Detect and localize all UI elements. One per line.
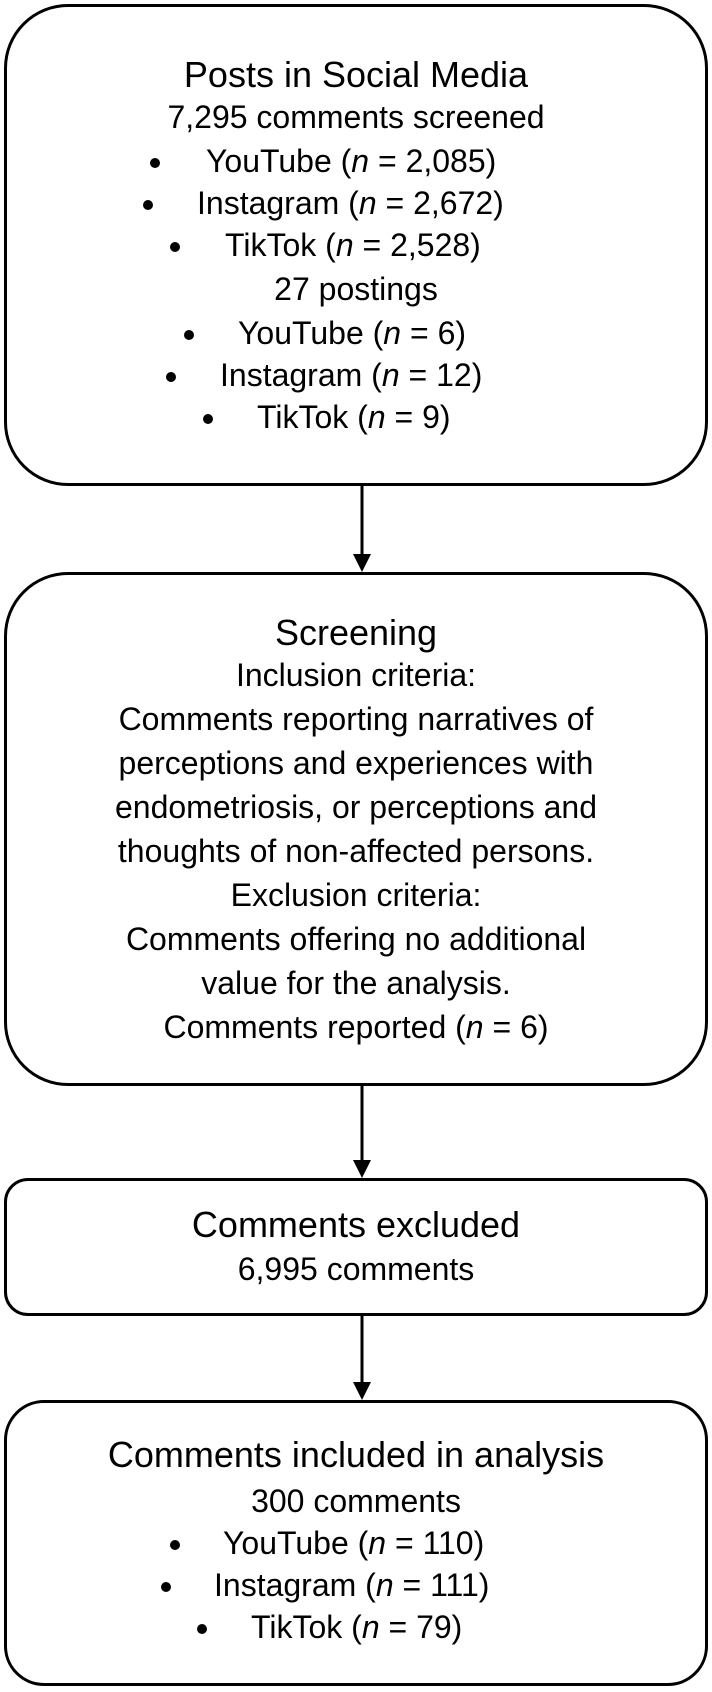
platform-count: 6 (437, 315, 456, 351)
screening-title: Screening (274, 612, 438, 653)
platform-name: TikTok (225, 227, 317, 263)
exclusion-heading: Exclusion criteria: (230, 877, 482, 913)
platform-name: Instagram (220, 357, 363, 393)
included-box: Comments included in analysis 300 commen… (4, 1400, 708, 1686)
platform-count: 2,085 (405, 143, 486, 179)
bullet-icon (166, 372, 176, 382)
posts-title: Posts in Social Media (183, 54, 529, 95)
platform-count: 110 (422, 1525, 474, 1561)
arrow-screening-to-excluded (353, 1086, 371, 1178)
excluded-title: Comments excluded (191, 1204, 521, 1245)
included-title: Comments included in analysis (107, 1434, 605, 1475)
postings-count: 27 postings (274, 271, 438, 307)
screening-box: Screening Inclusion criteria: Comments r… (4, 572, 708, 1086)
exclusion-line: Comments offering no additional (125, 921, 587, 957)
arrow-posts-to-screening (353, 486, 371, 572)
list-item-included-youtube: YouTube (n = 110) (7, 1527, 705, 1567)
list-item-postings-youtube: YouTube (n = 6) (7, 317, 705, 357)
platform-name: TikTok (251, 1609, 343, 1645)
list-item-included-tiktok: TikTok (n = 79) (7, 1611, 705, 1651)
bullet-icon (161, 1582, 171, 1592)
arrow-excluded-to-included (353, 1316, 371, 1400)
inclusion-line: thoughts of non-affected persons. (117, 833, 595, 869)
inclusion-line: endometriosis, or perceptions and (114, 789, 598, 825)
platform-name: Instagram (197, 185, 340, 221)
bullet-icon (203, 414, 213, 424)
platform-name: TikTok (257, 399, 349, 435)
bullet-icon (170, 242, 180, 252)
list-item-included-instagram: Instagram (n = 111) (7, 1569, 705, 1609)
included-count: 300 comments (251, 1483, 461, 1519)
comments-screened: 7,295 comments screened (167, 99, 545, 135)
platform-name: YouTube (206, 143, 332, 179)
inclusion-line: perceptions and experiences with (118, 745, 594, 781)
excluded-count: 6,995 comments (237, 1251, 475, 1287)
bullet-icon (184, 330, 194, 340)
platform-count: 111 (430, 1567, 479, 1603)
inclusion-line: Comments reporting narratives of (118, 701, 594, 737)
platform-count: 79 (416, 1609, 452, 1645)
platform-name: YouTube (238, 315, 364, 351)
exclusion-line: value for the analysis. (201, 965, 511, 1001)
platform-name: Instagram (214, 1567, 357, 1603)
list-item-comments-youtube: YouTube (n = 2,085) (7, 145, 705, 185)
platform-count: 12 (436, 357, 472, 393)
platform-count: 2,672 (413, 185, 494, 221)
bullet-icon (150, 158, 160, 168)
platform-name: YouTube (223, 1525, 349, 1561)
bullet-icon (170, 1540, 180, 1550)
list-item-postings-instagram: Instagram (n = 12) (7, 359, 705, 399)
inclusion-heading: Inclusion criteria: (235, 657, 477, 693)
bullet-icon (143, 200, 153, 210)
posts-box: Posts in Social Media 7,295 comments scr… (4, 4, 708, 486)
bullet-icon (197, 1624, 207, 1634)
list-item-comments-instagram: Instagram (n = 2,672) (7, 187, 705, 227)
platform-count: 2,528 (390, 227, 471, 263)
comments-reported: Comments reported (n = 6) (163, 1009, 549, 1045)
list-item-comments-tiktok: TikTok (n = 2,528) (7, 229, 705, 269)
platform-count: 9 (422, 399, 440, 435)
excluded-box: Comments excluded 6,995 comments (4, 1178, 708, 1316)
list-item-postings-tiktok: TikTok (n = 9) (7, 401, 705, 441)
